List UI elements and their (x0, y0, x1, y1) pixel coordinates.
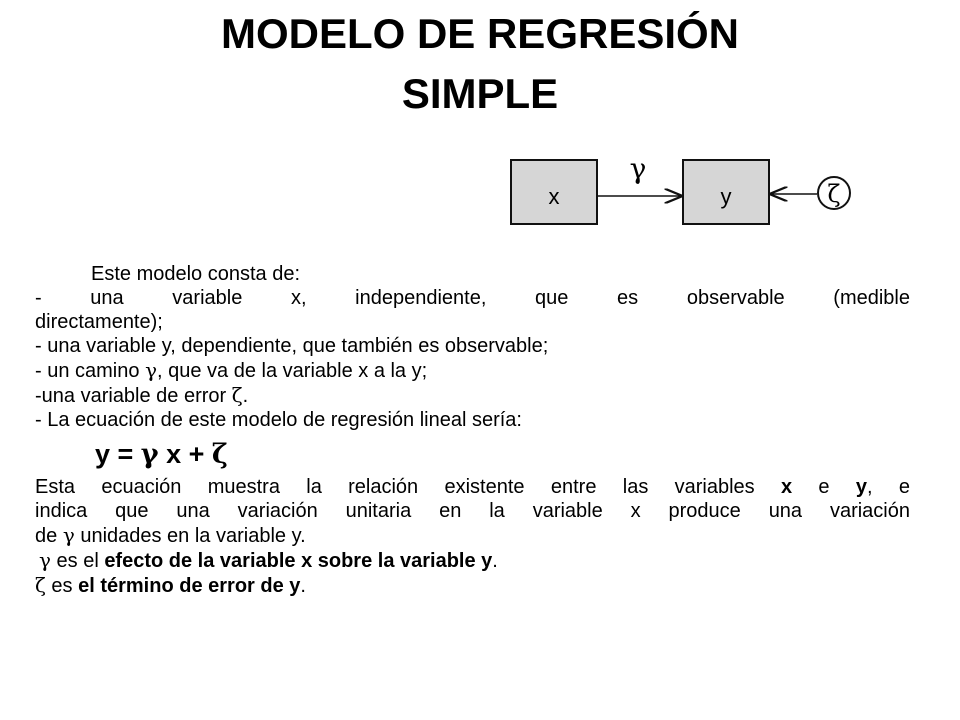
title-line-1: MODELO DE REGRESIÓN (220, 10, 740, 57)
gamma-def-bold: efecto de la variable x sobre la variabl… (104, 550, 493, 572)
item-3-suffix: , que va de la variable x a la y; (157, 360, 428, 382)
para-1-line-3: de γ unidades en la variable y. (35, 523, 910, 548)
item-4-prefix: -una variable de error (35, 385, 232, 407)
error-zeta-label: ζ (827, 180, 840, 208)
box-x (510, 159, 598, 225)
path-gamma-label: γ (630, 152, 647, 185)
gamma-def-end: . (492, 550, 498, 572)
gamma-definition: γ es el efecto de la variable x sobre la… (35, 548, 910, 573)
item-1-line-2: directamente); (35, 311, 163, 333)
zeta-symbol: ζ (231, 383, 243, 407)
error-circle (817, 176, 851, 210)
equation-zeta: ζ (211, 439, 228, 470)
para-1-line-3-a: de (35, 525, 63, 547)
item-5: - La ecuación de este modelo de regresió… (35, 409, 522, 431)
para-1-line-3-b: unidades en la variable y. (74, 525, 306, 547)
equation-gamma: γ (140, 439, 159, 470)
zeta-definition: ζ es el término de error de y. (35, 573, 910, 598)
item-4: -una variable de error ζ. (35, 383, 910, 408)
intro-text: Este modelo consta de: (91, 263, 301, 285)
box-x-label: x (549, 184, 560, 209)
item-3: - un camino γ, que va de la variable x a… (35, 358, 910, 383)
zeta-def-text: es (45, 575, 79, 597)
item-2: - una variable y, dependiente, que tambi… (35, 335, 549, 357)
para-1-text-c: , e (866, 476, 910, 498)
para-1-gamma: γ (62, 523, 75, 547)
box-y-label: y (721, 184, 732, 209)
zeta-def-bold: el término de error de y (78, 575, 301, 597)
para-1-text-a: Esta ecuación muestra la relación existe… (35, 476, 781, 498)
box-y (682, 159, 770, 225)
equation-lhs: y = (95, 439, 141, 469)
gamma-def-symbol: γ (39, 548, 51, 572)
zeta-def-symbol: ζ (35, 573, 46, 597)
item-4-suffix: . (242, 385, 249, 407)
equation-mid: x + (158, 439, 212, 469)
page-title: MODELO DE REGRESIÓN SIMPLE (0, 4, 960, 124)
gamma-symbol: γ (145, 358, 158, 382)
body-text: Este modelo consta de: - una variable x,… (35, 262, 910, 598)
gamma-def-text: es el (50, 550, 105, 572)
para-1-text-b: e (792, 476, 856, 498)
item-1-line-1: - una variable x, independiente, que es … (35, 287, 910, 309)
para-1-var-y: y (855, 476, 867, 498)
title-line-2: SIMPLE (401, 70, 559, 117)
para-1-var-x: x (780, 476, 793, 498)
regression-equation: y = γ x + ζ (35, 434, 910, 475)
regression-path-diagram: x y γ ζ (510, 152, 851, 225)
para-1-line-2: indica que una variación unitaria en la … (35, 500, 910, 522)
para-1-line-1: Esta ecuación muestra la relación existe… (35, 475, 910, 499)
item-3-prefix: - un camino (35, 360, 146, 382)
zeta-def-end: . (300, 575, 306, 597)
